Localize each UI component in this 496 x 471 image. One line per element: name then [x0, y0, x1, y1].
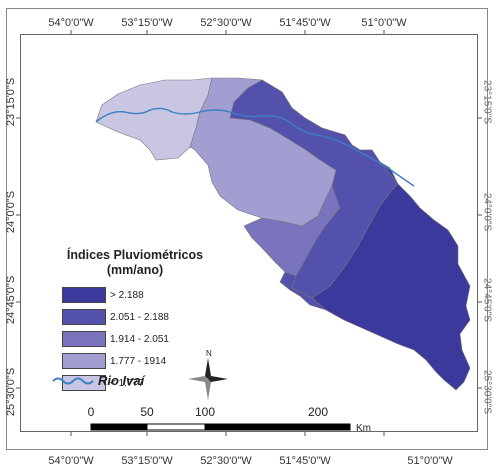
- legend-item: > 2.188: [62, 284, 220, 306]
- top-tick-5: 51°0'0"W: [361, 17, 407, 29]
- legend-title: Índices Pluviométricos (mm/ano): [66, 248, 204, 277]
- scale-bar-graphic: [90, 423, 351, 431]
- scale-label: 100: [194, 405, 216, 419]
- right-tick-3: 24°45'0"S: [481, 278, 493, 322]
- scale-unit: Km: [356, 423, 371, 434]
- zone-gt-2188: [311, 161, 471, 391]
- legend-label: < 1.777: [110, 377, 144, 389]
- legend-swatch: [62, 331, 106, 347]
- scale-label: 0: [87, 405, 95, 419]
- bottom-tick-5: 51°0'0"W: [407, 455, 453, 467]
- graticule-ticks: [16, 30, 482, 436]
- legend-swatch: [62, 375, 106, 391]
- legend-rows: > 2.188 2.051 - 2.188 1.914 - 2.051 1.77…: [62, 284, 220, 394]
- zone-outline-sw: [279, 271, 327, 311]
- top-tick-3: 52°30'0"W: [200, 17, 252, 29]
- outer-frame: [6, 8, 488, 450]
- bottom-tick-1: 54°0'0"W: [48, 455, 94, 467]
- left-tick-1: 23°15'0"S: [5, 77, 17, 127]
- right-tick-2: 24°0'0"S: [481, 192, 493, 232]
- legend-river-item: Rio Ivaí: [52, 373, 144, 388]
- legend-label: 1.777 - 1914: [110, 355, 167, 367]
- right-tick-1: 23°15'0"S: [481, 80, 493, 124]
- left-tick-3: 24°45'0"S: [5, 275, 17, 325]
- bottom-tick-3: 52°30'0"W: [200, 455, 252, 467]
- top-tick-4: 51°45'0"W: [279, 17, 331, 29]
- legend-item: 2.051 - 2.188: [62, 306, 220, 328]
- north-arrow-icon: [188, 358, 228, 400]
- top-tick-2: 53°15'0"W: [121, 17, 173, 29]
- legend-label: 2.051 - 2.188: [110, 311, 169, 323]
- river-label: Rio Ivaí: [98, 373, 145, 388]
- scale-label: 200: [307, 405, 329, 419]
- bottom-tick-4: 51°45'0"W: [279, 455, 331, 467]
- legend-swatch: [62, 309, 106, 325]
- legend-label: 1.914 - 2.051: [110, 333, 169, 345]
- left-tick-2: 24°0'0"S: [5, 190, 17, 234]
- river-ivai: [95, 107, 415, 187]
- top-tick-1: 54°0'0"W: [48, 17, 94, 29]
- legend-swatch: [62, 353, 106, 369]
- legend-item: 1.777 - 1914: [62, 350, 220, 372]
- bottom-tick-2: 53°15'0"W: [121, 455, 173, 467]
- legend-item: < 1.777: [62, 372, 220, 394]
- legend-item: 1.914 - 2.051: [62, 328, 220, 350]
- legend-swatch: [62, 287, 106, 303]
- legend-label: > 2.188: [110, 289, 144, 301]
- legend: Índices Pluviométricos (mm/ano) > 2.188 …: [50, 248, 220, 394]
- scale-label: 50: [140, 405, 154, 419]
- river-line-icon: [52, 377, 94, 384]
- north-label: N: [206, 349, 212, 358]
- left-tick-4: 25°30'0"S: [5, 367, 17, 417]
- right-tick-4: 25°30'0"S: [481, 370, 493, 414]
- basin-map: [95, 77, 471, 391]
